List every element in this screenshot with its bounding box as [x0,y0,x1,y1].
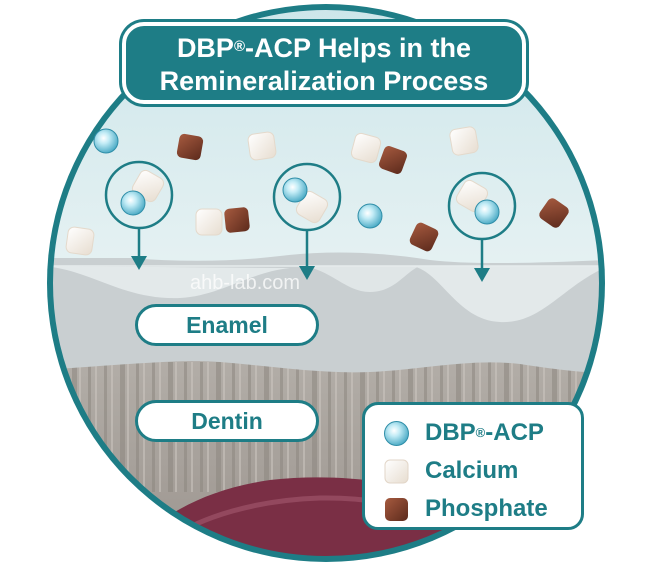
arrow-head-icon [131,256,147,270]
dbp-acp-sphere-icon [384,421,409,446]
dentin-tubule-highlight [95,362,97,492]
dentin-tubule [632,362,635,492]
binding-target-ring [447,171,517,241]
enamel-lesion-left [51,266,290,299]
legend-label-phosphate: Phosphate [425,495,548,522]
dbp-acp-sphere [120,190,146,216]
dentin-tubule [40,362,43,492]
calcium-cube [350,132,382,164]
title-banner: DBP®-ACP Helps in the Remineralization P… [122,22,526,104]
legend-item-calcium: Calcium [365,453,581,489]
phosphate-cube [379,146,407,174]
legend-label-dbp-acp: DBP®-ACP [425,419,544,446]
title-line-1: DBP®-ACP Helps in the [176,33,472,63]
dbp-acp-sphere [93,128,119,154]
dentin-tubule-highlight [335,362,337,492]
dbp-acp-sphere [282,177,308,203]
dentin-tubule [600,362,601,492]
enamel-lesion-right [410,266,600,323]
phosphate-cube [224,207,250,233]
dentin-label: Dentin [135,400,319,442]
inner-ring [49,6,603,560]
dentin-tubule [104,362,107,492]
dentin-tubule-highlight [79,362,81,492]
dentin-tubule-highlight [607,362,609,492]
enamel-lesion-mid [300,266,420,292]
dentin-tubule-highlight [47,362,49,492]
calcium-cube [195,208,223,236]
arrow-head-icon [474,268,490,282]
title-line-2: Remineralization Process [159,66,489,96]
arrow-head-icon [299,266,315,280]
dentin-tubule [344,362,347,492]
dentin-tubule-highlight [127,362,129,492]
dentin-tubule-highlight [639,362,641,492]
phosphate-cube [176,133,204,161]
dentin-tubule-highlight [623,362,625,492]
legend-label-calcium: Calcium [425,457,519,484]
binding-targets [104,160,517,282]
calcium-cube [247,131,277,161]
watermark: ahb-lab.com [190,272,301,294]
legend: DBP®-ACP Calcium Phosphate [362,402,584,530]
dentin-tubule [72,362,77,492]
binding-target-ring [272,162,342,232]
dentin-tubule-highlight [63,362,65,492]
dentin-tubule [328,362,331,492]
calcium-cube-icon [384,459,409,484]
dentin-tubule [120,362,125,492]
phosphate-cube [539,198,569,228]
calcium-cube [449,126,479,156]
dentin-tubule [56,362,59,492]
dentin-tubule-highlight [319,362,321,492]
particles-layer [65,126,569,256]
calcium-cube [65,226,95,256]
dentin-tubule-highlight [351,362,353,492]
enamel-label: Enamel [135,304,319,346]
dentin-tubule-highlight [591,362,593,492]
dbp-acp-sphere [357,203,383,229]
phosphate-cube-icon [385,498,408,521]
legend-item-dbp-acp: DBP®-ACP [365,415,581,451]
phosphate-cube [409,222,439,252]
dbp-acp-sphere [474,199,500,225]
dentin-tubule [616,362,619,492]
legend-item-phosphate: Phosphate [365,491,581,527]
dentin-tubule-highlight [111,362,113,492]
